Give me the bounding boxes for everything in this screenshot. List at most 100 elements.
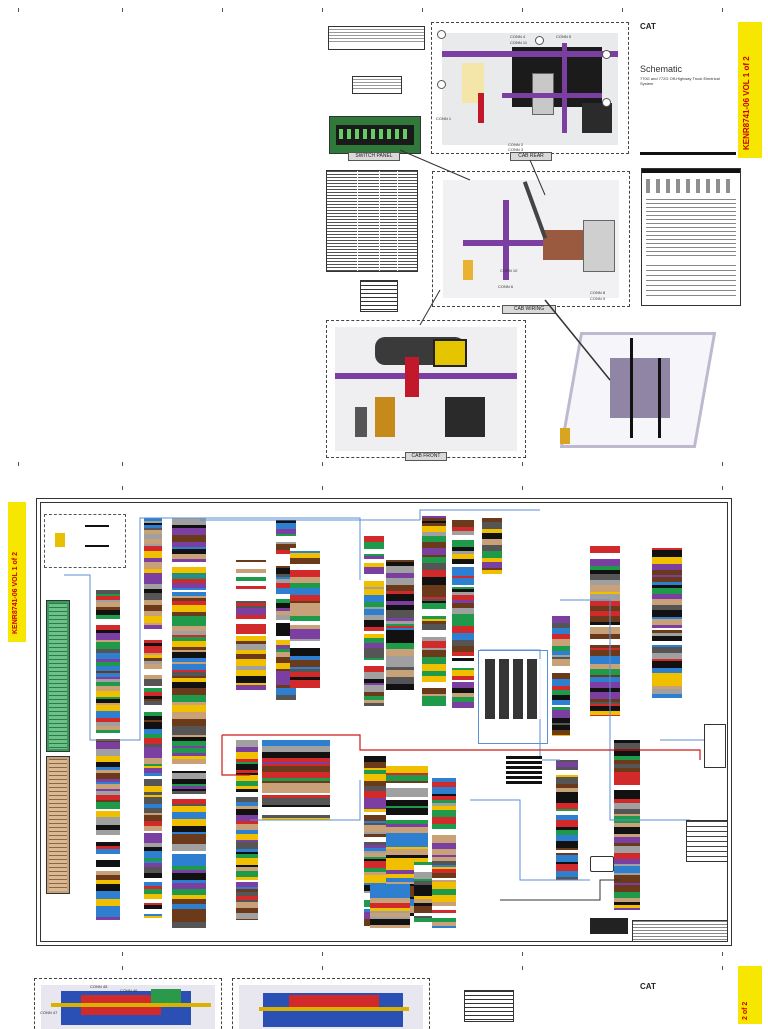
cab-wiring-view [432, 171, 630, 307]
wire-strip [364, 536, 384, 706]
engine-view-2 [232, 978, 430, 1029]
crop-mark [122, 952, 123, 956]
symbol-legend [641, 168, 741, 306]
callout-marker [437, 30, 446, 39]
callout-marker [437, 80, 446, 89]
ecm-module-green [46, 600, 70, 752]
crop-mark [722, 462, 723, 466]
schematic-subtitle: 770G and 772G Off-Highway Truck Electric… [640, 76, 720, 86]
engine-view-1 [34, 978, 222, 1029]
wire-strip [96, 880, 120, 920]
switch-panel-label: SWITCH PANEL [348, 152, 400, 161]
wire-strip [236, 740, 258, 920]
volume-sidebar [738, 966, 762, 1024]
cab-front-label: CAB FRONT [405, 452, 447, 461]
warning-box [590, 918, 628, 934]
crop-mark [18, 8, 19, 12]
crop-mark [222, 8, 223, 12]
relay-block [478, 650, 548, 744]
conn-label: CONN 3 [508, 147, 524, 152]
cat-logo: CAT [640, 22, 656, 31]
title-block: CAT Schematic 770G and 772G Off-Highway … [640, 22, 736, 162]
conn-label: CONN 45 [90, 984, 108, 989]
component-box [590, 856, 614, 872]
crop-mark [322, 462, 323, 466]
crop-mark [322, 486, 323, 490]
crop-mark [522, 462, 523, 466]
callout-marker [602, 50, 611, 59]
wire-strip [172, 518, 206, 928]
crop-mark [722, 8, 723, 12]
wire-strip [262, 740, 330, 820]
crop-mark [622, 8, 623, 12]
conn-label: CONN 8 [590, 290, 606, 295]
crop-mark [522, 952, 523, 956]
cab-wiring-label: CAB WIRING [502, 305, 556, 314]
wire-strip [556, 760, 578, 880]
crop-mark [522, 966, 523, 970]
wire-strip [590, 546, 620, 716]
parts-table [464, 990, 514, 1022]
fuse-block [506, 756, 542, 786]
crop-mark [322, 952, 323, 956]
cab-rear-view [431, 22, 629, 154]
crop-mark [322, 966, 323, 970]
crop-mark [122, 8, 123, 12]
conn-label: CONN 47 [40, 1010, 58, 1015]
conn-label: CONN 1 [436, 116, 452, 121]
wire-strip [414, 862, 432, 922]
wire-strip [452, 520, 474, 710]
wire-strip [614, 740, 640, 910]
crop-mark [322, 8, 323, 12]
volume-sidebar [8, 502, 26, 642]
wire-strip [290, 548, 320, 688]
revision-table [328, 26, 425, 50]
cab-rear-label: CAB REAR [510, 152, 552, 161]
notes-block [632, 920, 728, 942]
crop-mark [122, 966, 123, 970]
wire-strip [144, 518, 162, 918]
ecm-module-tan [46, 756, 70, 894]
wire-strip [482, 518, 502, 578]
harness-table [326, 170, 418, 272]
wire-strip [276, 520, 296, 700]
callout-marker [602, 98, 611, 107]
leader-lines [399, 149, 611, 381]
crop-mark [122, 486, 123, 490]
crop-mark [122, 462, 123, 466]
crop-mark [722, 486, 723, 490]
wire-strip [422, 516, 446, 706]
crop-mark [522, 8, 523, 12]
wire-strip [370, 884, 410, 928]
cab-front-view [326, 320, 526, 458]
wire-strip [432, 778, 456, 928]
conn-label: CONN 10 [500, 268, 518, 273]
volume-label: 2 of 2 [742, 1001, 749, 1020]
crop-mark [422, 8, 423, 12]
crop-mark [722, 952, 723, 956]
schematic-frame [36, 498, 732, 946]
cab-3d-illustration [530, 318, 720, 448]
callout-marker [535, 36, 544, 45]
sheet-title-block [686, 820, 728, 862]
conn-label: CONN 2 [508, 142, 524, 147]
cat-logo: CAT [640, 982, 656, 991]
connector-box [704, 724, 726, 768]
conn-label: CONN 9 [590, 296, 606, 301]
crop-mark [722, 966, 723, 970]
reference-table [352, 76, 402, 94]
wire-strip [652, 548, 682, 698]
wire-strip [552, 616, 570, 736]
conn-label: CONN 6 [498, 284, 514, 289]
wire-strip [236, 560, 266, 690]
volume-sidebar [738, 22, 762, 158]
battery-circuit [44, 514, 126, 568]
wire-strip [96, 590, 120, 890]
crop-mark [522, 486, 523, 490]
legend-table [360, 280, 398, 312]
schematic-title: Schematic [640, 64, 683, 74]
crop-mark [18, 462, 19, 466]
wire-strip [386, 560, 414, 690]
conn-label: CONN 46 [120, 988, 138, 993]
